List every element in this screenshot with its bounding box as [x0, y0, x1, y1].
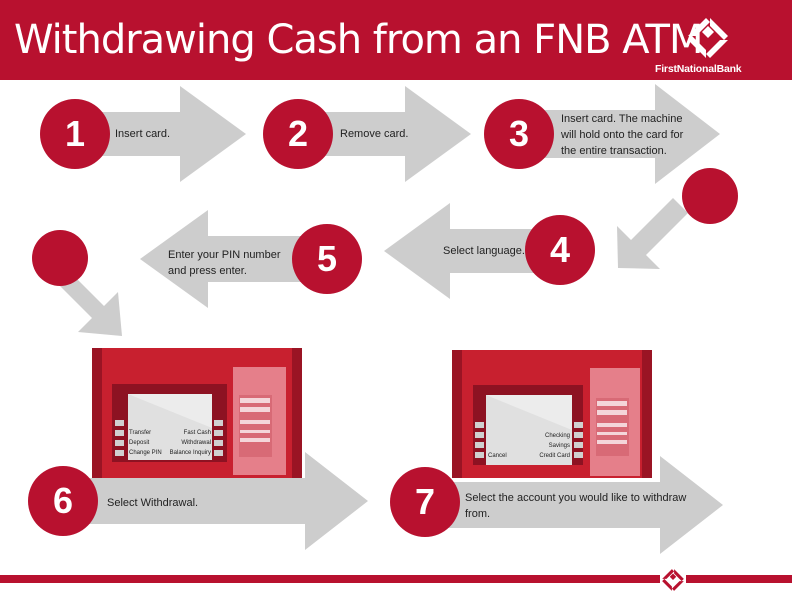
atm-menu-balance-inquiry: Balance Inquiry: [169, 450, 211, 456]
arrow-diagonal-right: [617, 198, 688, 269]
step-4-text: Select language.: [443, 245, 525, 257]
step-3-text-line: the entire transaction.: [561, 145, 667, 157]
arrow-diagonal-left: [58, 272, 122, 336]
step-7-circle: [390, 467, 460, 537]
step-1-circle: [40, 99, 110, 169]
atm-machine-right: [452, 350, 652, 478]
step-4-number: 4: [549, 229, 571, 270]
atm-account-checking: Checking: [544, 433, 570, 439]
atm-menu-transfer: Transfer: [129, 430, 152, 436]
step-6-text: Select Withdrawal.: [107, 497, 199, 509]
atm-machine-left: [92, 348, 302, 478]
step-5-text: Enter your PIN number and press enter.: [168, 247, 281, 279]
step-2-number: 2: [287, 113, 309, 154]
header-banner: Withdrawing Cash from an FNB ATM FirstNa…: [0, 0, 792, 80]
step-6-circle: [28, 466, 98, 536]
step-3-text-line: Insert card. The machine: [561, 113, 683, 125]
step-5-text-line: Enter your PIN number: [168, 249, 281, 261]
step-3-text-line: will hold onto the card for: [561, 129, 684, 141]
footer-logo: [660, 567, 686, 593]
arrow-step-6: [70, 452, 368, 550]
connector-circle-left: [32, 230, 88, 286]
step-7-text-line: Select the account you would like to wit…: [465, 492, 687, 504]
arrow-step-5: [140, 210, 335, 308]
arrow-step-4: [384, 203, 560, 299]
arrow-step-1: [70, 86, 246, 182]
connector-circle-right: [682, 168, 738, 224]
footer-bar: [0, 575, 792, 583]
arrow-step-3: [520, 84, 720, 184]
arrow-step-7: [420, 456, 723, 554]
step-5-circle: [292, 224, 362, 294]
step-2-text: Remove card.: [340, 128, 409, 140]
step-3-number: 3: [508, 113, 530, 154]
atm-account-credit-card: Credit Card: [539, 453, 570, 459]
atm-menu-fast-cash: Fast Cash: [183, 430, 211, 436]
page-title: Withdrawing Cash from an FNB ATM: [14, 17, 703, 63]
step-1-text: Insert card.: [115, 128, 171, 140]
atm-menu-withdrawal: Withdrawal: [181, 440, 211, 446]
atm-account-cancel: Cancel: [488, 453, 507, 459]
atm-account-savings: Savings: [548, 443, 570, 449]
step-5-text-line: and press enter.: [168, 265, 247, 277]
step-4-circle: [525, 215, 595, 285]
brand-name: FirstNationalBank: [655, 63, 742, 75]
step-5-number: 5: [316, 238, 338, 279]
step-7-number: 7: [414, 481, 436, 522]
step-1-number: 1: [64, 113, 86, 154]
step-3-circle: [484, 99, 554, 169]
step-3-text: Insert card. The machine will hold onto …: [561, 111, 683, 159]
atm-menu-change-pin: Change PIN: [129, 450, 162, 456]
step-7-text: Select the account you would like to wit…: [465, 490, 686, 522]
atm-menu-deposit: Deposit: [129, 440, 150, 446]
arrow-step-2: [290, 86, 471, 182]
step-7-text-line: from.: [465, 508, 491, 520]
step-6-number: 6: [52, 480, 74, 521]
fnb-logo-icon: [688, 18, 728, 58]
step-2-circle: [263, 99, 333, 169]
fnb-logo-small-icon: [662, 569, 684, 591]
